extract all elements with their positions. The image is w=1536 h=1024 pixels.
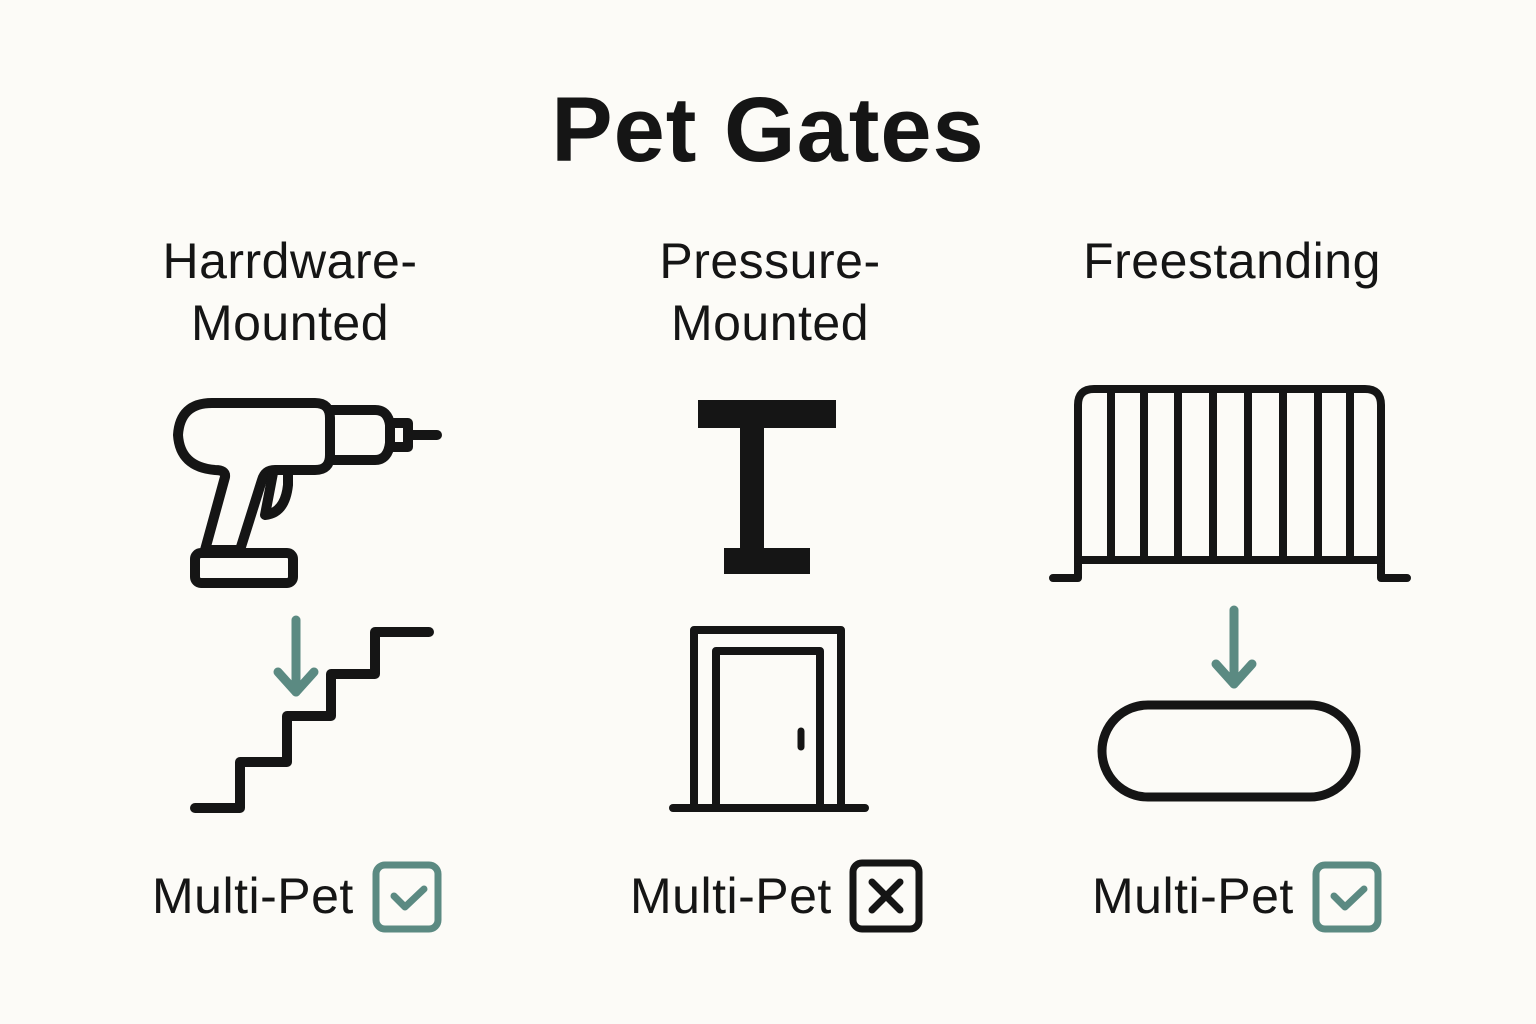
stairs-icon — [190, 627, 434, 813]
multi-pet-label: Multi-Pet — [630, 868, 832, 924]
multi-pet-row-hardware-mounted: Multi-Pet — [152, 860, 444, 933]
drill-icon — [173, 398, 442, 588]
multi-pet-label: Multi-Pet — [152, 868, 354, 924]
pressure-bar-icon — [698, 400, 836, 574]
freestanding-gate-icon — [1049, 385, 1411, 582]
multi-pet-row-pressure-mounted: Multi-Pet — [630, 859, 924, 933]
column-heading-hardware-mounted: Harrdware- Mounted — [90, 230, 490, 354]
checkbox-checked-icon — [1312, 861, 1382, 933]
page-title: Pet Gates — [551, 79, 985, 181]
doorway-icon — [669, 626, 869, 812]
column-heading-line1: Harrdware- — [162, 233, 418, 289]
column-heading-pressure-mounted: Pressure- Mounted — [570, 230, 970, 354]
multi-pet-label: Multi-Pet — [1092, 868, 1294, 924]
checkbox-checked-icon — [372, 861, 442, 933]
multi-pet-row-freestanding: Multi-Pet — [1092, 860, 1384, 933]
column-heading-line2: Mounted — [190, 295, 390, 351]
checkbox-x-icon — [849, 859, 923, 933]
column-heading-line1: Freestanding — [1083, 233, 1381, 289]
column-heading-freestanding: Freestanding — [1032, 230, 1432, 292]
floor-mat-icon — [1097, 700, 1361, 802]
column-heading-line1: Pressure- — [659, 233, 881, 289]
column-heading-line2: Mounted — [670, 295, 870, 351]
arrow-down-icon — [1211, 605, 1257, 689]
arrow-down-icon — [273, 615, 319, 697]
